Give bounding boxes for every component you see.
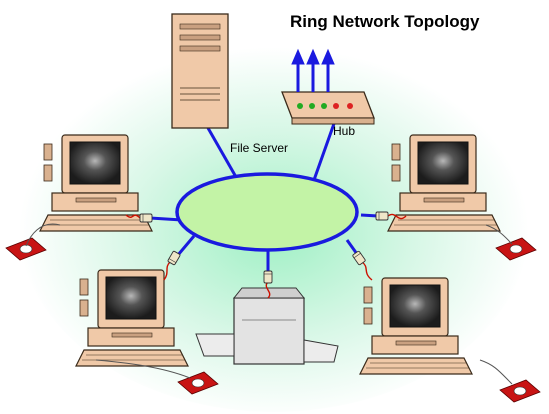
file-server-label: File Server: [230, 141, 289, 155]
ring-backbone: [175, 172, 359, 252]
network-links: [149, 117, 379, 272]
uplink-arrows-icon: [291, 48, 335, 92]
serial-cables: [125, 213, 407, 299]
mouse-cables: [25, 223, 513, 385]
printer-icon: [195, 287, 339, 365]
hub-label: Hub: [333, 124, 356, 138]
diagram-title: Ring Network Topology: [290, 12, 480, 31]
file-server-icon: [171, 13, 229, 129]
network-hub-icon: [281, 91, 375, 125]
mouse-pad-icon: [499, 379, 541, 403]
